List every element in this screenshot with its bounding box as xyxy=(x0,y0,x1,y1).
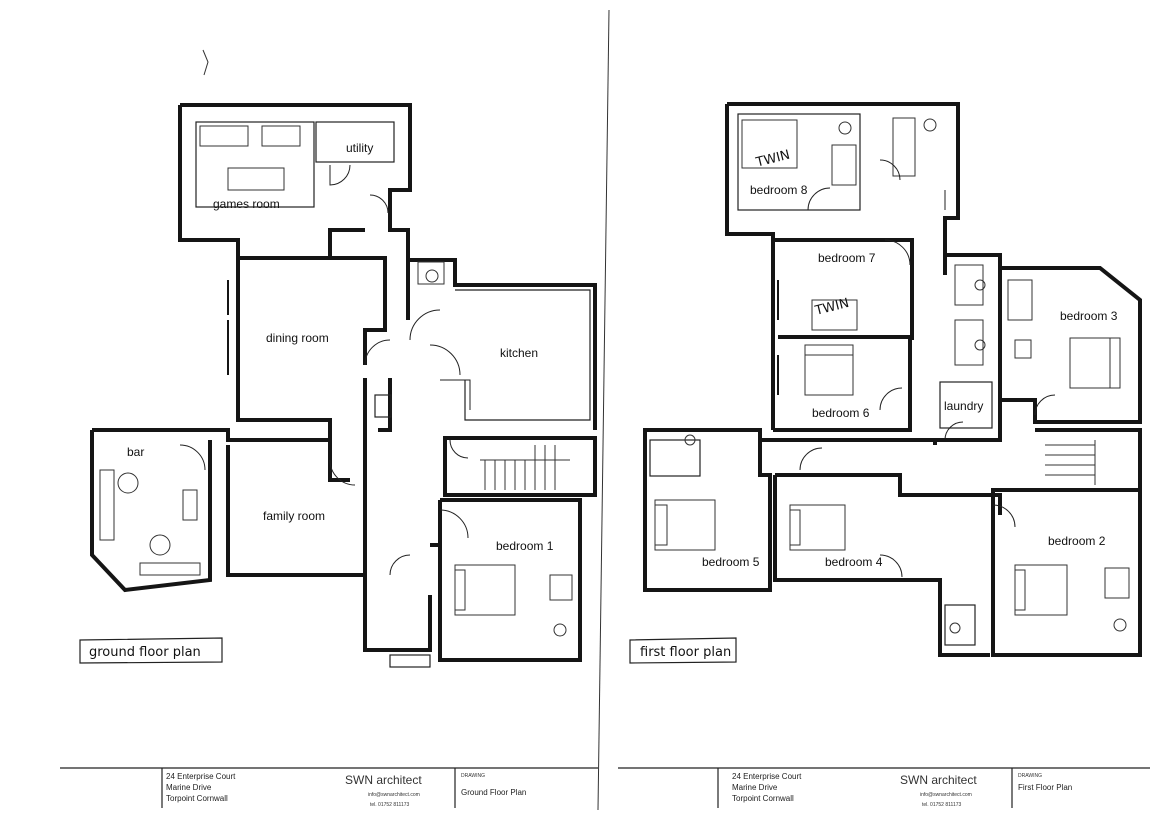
tb-ground-address-2: Marine Drive xyxy=(166,783,212,792)
room-label-bedroom-1: bedroom 1 xyxy=(496,539,554,553)
ground-floor-plan-label-box: ground floor plan xyxy=(79,637,223,664)
room-label-bedroom-5: bedroom 5 xyxy=(702,555,760,569)
room-label-bedroom-2: bedroom 2 xyxy=(1048,534,1106,548)
room-label-twin-8: TWIN xyxy=(754,148,792,171)
room-label-bedroom-4: bedroom 4 xyxy=(825,555,883,569)
room-label-utility: utility xyxy=(346,141,373,155)
title-block-first: 24 Enterprise Court Marine Drive Torpoin… xyxy=(618,767,1150,808)
first-floor-plan xyxy=(643,102,1142,657)
room-label-kitchen: kitchen xyxy=(500,346,538,360)
first-floor-plan-label-box: first floor plan xyxy=(629,637,737,664)
room-label-family-room: family room xyxy=(263,509,325,523)
room-label-bedroom-6: bedroom 6 xyxy=(812,406,870,420)
room-label-bedroom-7: bedroom 7 xyxy=(818,251,876,265)
room-label-bedroom-3: bedroom 3 xyxy=(1060,309,1118,323)
tb-ground-drawing-title: Ground Floor Plan xyxy=(461,788,526,797)
tb-ground-tel: tel. 01752 811173 xyxy=(370,802,410,808)
room-label-bedroom-8: bedroom 8 xyxy=(750,183,808,197)
room-label-twin-7: TWIN xyxy=(813,296,851,319)
room-label-laundry: laundry xyxy=(944,399,983,413)
tb-first-address-2: Marine Drive xyxy=(732,783,778,792)
tb-first-drawing-title: First Floor Plan xyxy=(1018,783,1072,792)
room-label-dining-room: dining room xyxy=(266,331,329,345)
tb-first-address-3: Torpoint Cornwall xyxy=(732,794,794,803)
tb-first-tel: tel. 01752 811173 xyxy=(922,802,962,808)
tb-ground-email: info@swnarchitect.com xyxy=(368,792,420,798)
room-label-bar: bar xyxy=(127,445,144,459)
tb-ground-brand: SWN architect xyxy=(345,773,422,787)
room-label-games-room: games room xyxy=(213,197,280,211)
ground-floor-plan xyxy=(90,49,597,668)
title-block-ground: 24 Enterprise Court Marine Drive Torpoin… xyxy=(60,767,598,808)
tb-ground-address-1: 24 Enterprise Court xyxy=(166,772,236,781)
tb-first-brand: SWN architect xyxy=(900,773,977,787)
tb-ground-address-3: Torpoint Cornwall xyxy=(166,794,228,803)
tb-first-email: info@swnarchitect.com xyxy=(920,792,972,798)
ground-floor-plan-label: ground floor plan xyxy=(89,645,201,660)
tb-first-drawing-label: DRAWING xyxy=(1018,773,1042,779)
first-floor-plan-label: first floor plan xyxy=(640,645,731,660)
tb-ground-drawing-label: DRAWING xyxy=(461,773,485,779)
sheet-divider xyxy=(597,9,610,811)
tb-first-address-1: 24 Enterprise Court xyxy=(732,772,802,781)
